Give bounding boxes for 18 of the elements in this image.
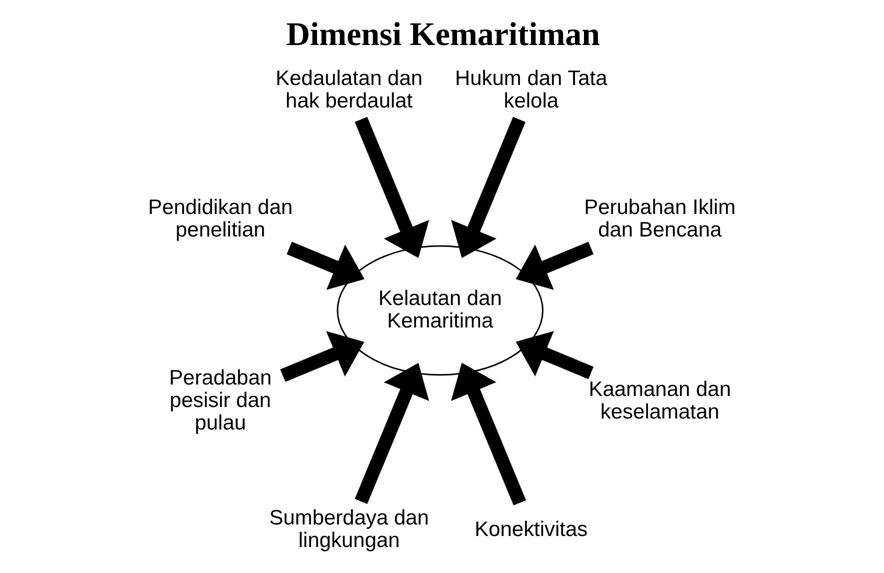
node-text: Kaamanan dan keselamatan (588, 378, 731, 424)
node-text: Sumberdaya dan lingkungan (269, 506, 429, 552)
diagram-title: Dimensi Kemaritiman (286, 17, 600, 54)
node-text: Pendidikan dan penelitian (148, 196, 293, 242)
node-text: Konektivitas (474, 518, 588, 541)
arrow (280, 331, 364, 382)
node-text: Perubahan Iklim dan Bencana (584, 196, 736, 242)
arrow (286, 242, 364, 290)
arrow (451, 116, 526, 258)
node-text: Peradaban pesisir dan pulau (169, 366, 272, 435)
node-text: Hukum dan Tata kelola (454, 67, 608, 113)
arrow (354, 362, 430, 504)
node-text: Kedaulatan dan hak berdaulat (276, 67, 423, 113)
arrow (516, 331, 594, 380)
arrow (516, 242, 594, 290)
arrow (354, 116, 430, 258)
arrow (451, 362, 526, 506)
node-ellipse: Kelautan dan Kemaritima (336, 245, 544, 376)
